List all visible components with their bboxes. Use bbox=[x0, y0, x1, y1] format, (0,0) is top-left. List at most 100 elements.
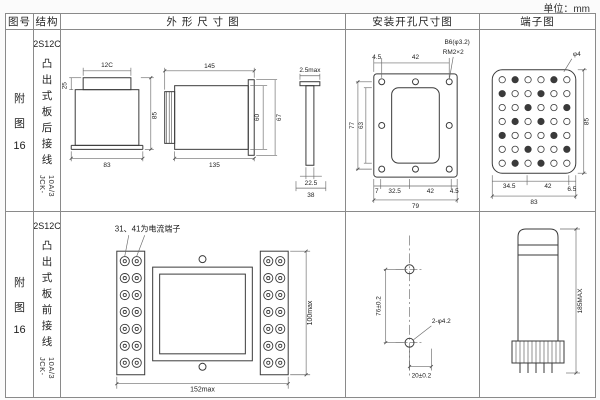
panel-edge-view bbox=[299, 81, 321, 166]
dim-side-h1: 60 bbox=[254, 114, 261, 122]
structure-char: 出 bbox=[41, 74, 53, 86]
fig-char: 图 bbox=[14, 117, 25, 130]
dim-v: 76±0.2 bbox=[376, 296, 383, 316]
structure-char: 线 bbox=[41, 336, 53, 348]
structure-description: 凸 出 式 板 后 接 线 bbox=[42, 56, 53, 167]
dim-mounting-b3: 42 bbox=[427, 188, 435, 195]
dim-terminal-right: 85 bbox=[584, 117, 591, 125]
terminal-front-dim-lines bbox=[560, 228, 580, 374]
type-code-label: JCK-10A/3 bbox=[38, 175, 56, 198]
model-label: 2S12C bbox=[34, 39, 61, 49]
fig-char: 16 bbox=[13, 323, 26, 336]
mounting-plate bbox=[373, 73, 458, 178]
side-view-dim-lines bbox=[164, 67, 278, 162]
structure-char: 接 bbox=[41, 138, 53, 150]
mounting-hole-drawing-rear: 4.5 42 B6(φ3.2) RM2×2 77 63 7 32.5 42 4.… bbox=[349, 39, 470, 210]
dim-terminal-b1: 34.5 bbox=[503, 183, 516, 190]
mounting-dim-lines bbox=[355, 56, 458, 203]
dim-side-bottom: 135 bbox=[209, 162, 220, 169]
dim-panel-top: 2.5max bbox=[299, 67, 321, 74]
dim-front-left: 25 bbox=[61, 82, 68, 90]
fig-char: 附 bbox=[14, 92, 25, 105]
type-code-label: JCK-10A/3 bbox=[38, 357, 56, 380]
front-wiring-dim-lines bbox=[116, 235, 311, 389]
row1-outline-cell: 12C 25 85 83 bbox=[61, 30, 346, 212]
header-structure: 结构 bbox=[34, 14, 61, 30]
dim-side-h2: 67 bbox=[276, 114, 283, 122]
dim-mounting-b2: 32.5 bbox=[388, 188, 401, 195]
structure-char: 前 bbox=[41, 304, 53, 316]
header-mounting: 安装开孔尺寸图 bbox=[346, 14, 480, 30]
relay-front-view bbox=[70, 77, 144, 150]
mounting-hole-note: B6(φ3.2) bbox=[445, 39, 470, 46]
dim-terminal-total: 83 bbox=[530, 199, 538, 206]
terminal-holes bbox=[498, 76, 571, 167]
header-fig-no: 图号 bbox=[6, 14, 34, 30]
structure-char: 线 bbox=[41, 154, 53, 166]
dim-terminal-height: 185MAX bbox=[577, 288, 584, 314]
dim-panel-b1: 22.5 bbox=[305, 180, 318, 187]
dim-height: 100max bbox=[307, 300, 314, 325]
structure-description: 凸 出 式 板 前 接 线 bbox=[42, 238, 53, 349]
terminal-plate bbox=[491, 69, 577, 174]
row2-structure-cell: 2S12C 凸 出 式 板 前 接 线 JCK-10A/3 bbox=[34, 212, 61, 397]
fig-char: 16 bbox=[13, 139, 26, 152]
row1-fig-no-cell: 附 图 16 bbox=[6, 30, 34, 212]
panel-dim-lines bbox=[295, 73, 327, 192]
dim-mounting-b1: 7 bbox=[375, 188, 379, 195]
dim-terminal-b2: 42 bbox=[544, 183, 552, 190]
fig-char: 图 bbox=[14, 301, 25, 314]
dim-side-top: 145 bbox=[204, 63, 215, 70]
dim-width: 152max bbox=[190, 387, 215, 394]
terminal-block-hatch bbox=[515, 341, 561, 363]
current-terminal-note: 31、41为电流端子 bbox=[115, 223, 181, 233]
row2-fig-no-cell: 附 图 16 bbox=[6, 212, 34, 397]
terminal-hole-note: φ4 bbox=[573, 51, 581, 58]
terminal-pins-hatch bbox=[166, 91, 172, 144]
terminal-diagram-rear: φ4 34.5 42 6.5 83 85 bbox=[490, 51, 591, 206]
unit-label: 单位：mm bbox=[543, 4, 590, 15]
row1-mounting-cell: 4.5 42 B6(φ3.2) RM2×2 77 63 7 32.5 42 4.… bbox=[346, 30, 480, 212]
dim-mounting-b4: 4.5 bbox=[450, 188, 459, 195]
spec-table: 图号 结构 外 形 尺 寸 图 安装开孔尺寸图 端子图 附 图 16 2S12C… bbox=[5, 13, 596, 398]
structure-char: 板 bbox=[41, 288, 53, 300]
structure-char: 后 bbox=[41, 122, 53, 134]
relay-side-profile bbox=[511, 228, 565, 364]
structure-char: 接 bbox=[41, 320, 53, 332]
fig-char: 附 bbox=[14, 276, 25, 289]
dim-front-top: 12C bbox=[101, 62, 113, 69]
row2-mounting-cell: 76±0.2 2-φ4.2 20±0.2 bbox=[346, 212, 480, 397]
header-outline: 外 形 尺 寸 图 bbox=[61, 14, 346, 30]
header-terminal: 端子图 bbox=[480, 14, 595, 30]
dim-mounting-l2: 63 bbox=[358, 121, 365, 129]
relay-front-wiring-view bbox=[116, 250, 289, 376]
structure-char: 凸 bbox=[41, 58, 53, 70]
row2-outline-cell: 31、41为电流端子 152max 100max bbox=[61, 212, 346, 397]
mounting-thread-note: RM2×2 bbox=[443, 49, 464, 56]
dim-mounting-t2: 42 bbox=[412, 54, 420, 61]
terminal-pins bbox=[519, 363, 553, 373]
dim-mounting-t1: 4.5 bbox=[372, 54, 381, 61]
structure-char: 凸 bbox=[41, 240, 53, 252]
outline-drawing-front-wiring: 31、41为电流端子 152max 100max bbox=[115, 223, 314, 394]
row1-structure-cell: 2S12C 凸 出 式 板 后 接 线 JCK-10A/3 bbox=[34, 30, 61, 212]
structure-char: 式 bbox=[41, 90, 53, 102]
dim-mounting-total: 79 bbox=[412, 203, 420, 210]
dim-mounting-l1: 77 bbox=[349, 121, 356, 129]
structure-char: 板 bbox=[41, 106, 53, 118]
terminal-diagram-front: 185MAX bbox=[511, 227, 584, 375]
dim-front-right: 85 bbox=[152, 112, 159, 120]
model-label: 2S12C bbox=[34, 221, 61, 231]
dim-front-bottom: 83 bbox=[103, 162, 111, 169]
terminal-dim-lines bbox=[491, 58, 587, 200]
row2-terminal-cell: 185MAX bbox=[480, 212, 595, 397]
dim-h: 20±0.2 bbox=[412, 372, 432, 379]
holes-note: 2-φ4.2 bbox=[432, 318, 451, 325]
structure-char: 式 bbox=[41, 272, 53, 284]
outline-drawing-rear-wiring: 12C 25 85 83 bbox=[61, 62, 327, 199]
front-view-dim-lines bbox=[69, 67, 154, 162]
row1-terminal-cell: φ4 34.5 42 6.5 83 85 bbox=[480, 30, 595, 212]
relay-side-view bbox=[164, 79, 255, 156]
structure-char: 出 bbox=[41, 256, 53, 268]
dim-panel-b2: 38 bbox=[307, 192, 315, 199]
